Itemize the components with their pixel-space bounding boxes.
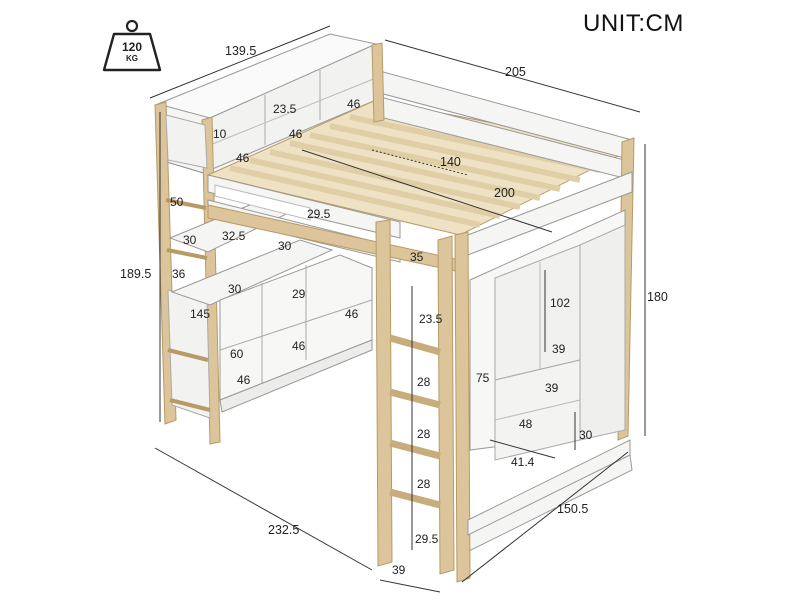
ladder	[375, 219, 631, 583]
dim-rail-35: 35	[410, 250, 424, 264]
dim-rail-gap: 29.5	[307, 207, 331, 221]
dim-shelf-36: 36	[172, 267, 186, 281]
dim-ladder-top: 23.5	[419, 312, 443, 326]
dim-top-length: 205	[505, 65, 526, 79]
dim-mattress-width: 140	[440, 155, 461, 169]
dim-wardrobe-75: 75	[476, 371, 490, 385]
weight-value: 120	[121, 40, 143, 54]
dim-shelf-32-5: 32.5	[222, 229, 246, 243]
dim-top-depth: 139.5	[225, 44, 256, 58]
dim-cube-29: 29	[292, 287, 306, 301]
dim-shelf-small-height: 10	[213, 127, 227, 141]
dim-ladder-28a: 28	[417, 375, 431, 389]
dim-ladder-28c: 28	[417, 477, 431, 491]
dim-ladder-width: 39	[392, 563, 406, 577]
dim-shelf-30c: 30	[228, 282, 242, 296]
dimension-labels: 139.5 205 23.5 46 46 46 10 140 200 50 30…	[120, 44, 668, 577]
dim-cube-46c: 46	[237, 373, 251, 387]
bed-frame	[206, 42, 635, 441]
dim-cube-60: 60	[230, 347, 244, 361]
dim-cube-46b: 46	[292, 339, 306, 353]
dim-shelf-top-46c: 46	[236, 151, 250, 165]
dim-shelf-width-top: 23.5	[273, 102, 297, 116]
dim-wardrobe-41-4: 41.4	[511, 455, 535, 469]
dim-shelf-30b: 30	[278, 239, 292, 253]
dim-shelf-top-46b: 46	[289, 127, 303, 141]
weight-unit: KG	[126, 54, 138, 63]
dim-mattress-length: 200	[494, 186, 515, 200]
dim-ladder-bottom: 29.5	[415, 532, 439, 546]
dimension-lines	[149, 25, 646, 593]
dim-wardrobe-30: 30	[579, 428, 593, 442]
dim-total-height: 189.5	[120, 267, 151, 281]
dim-total-depth: 150.5	[557, 502, 588, 516]
dim-shelf-top-46a: 46	[347, 97, 361, 111]
weight-icon: 120 KG	[100, 18, 164, 74]
dim-shelf-height-50: 50	[170, 195, 184, 209]
dim-right-height: 180	[647, 290, 668, 304]
dim-cube-46a: 46	[345, 307, 359, 321]
dim-total-length: 232.5	[268, 523, 299, 537]
dim-wardrobe-39a: 39	[552, 342, 566, 356]
dim-shelf-30a: 30	[183, 233, 197, 247]
dim-wardrobe-39b: 39	[545, 381, 559, 395]
dim-ladder-28b: 28	[417, 427, 431, 441]
unit-label: UNIT:CM	[583, 10, 684, 37]
dim-wardrobe-48: 48	[519, 417, 533, 431]
dim-wardrobe-102: 102	[550, 296, 570, 310]
wardrobe-unit	[464, 209, 633, 553]
dim-desk-height: 145	[190, 307, 210, 321]
